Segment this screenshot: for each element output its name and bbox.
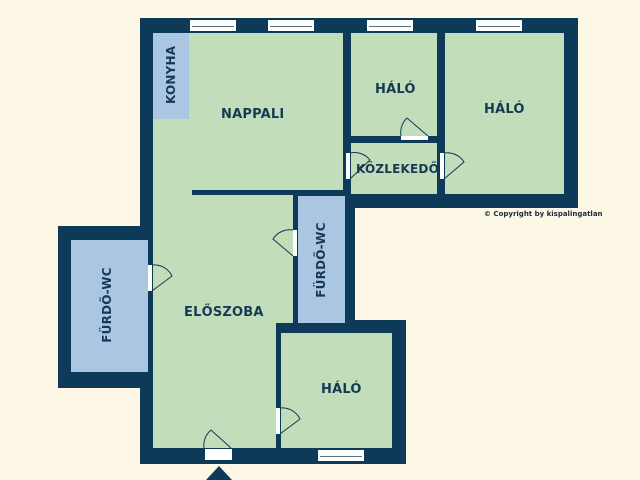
door-entrance[interactable]	[205, 449, 232, 460]
label-halo-large: HÁLÓ	[484, 102, 525, 117]
label-furdo-left: FÜRDŐ-WC	[100, 267, 114, 343]
partition-halo-bottom-top	[276, 323, 406, 333]
door-swing-icon	[349, 152, 371, 180]
room-halo-bottom	[281, 333, 392, 448]
window-halo-large	[476, 20, 522, 31]
window-halo-bottom	[318, 450, 364, 461]
room-nappali-lower	[153, 119, 343, 190]
door-furdo-mid[interactable]	[293, 230, 297, 256]
window-nappali-2	[268, 20, 314, 31]
room-halo-large	[445, 33, 564, 194]
room-kozlekedo	[351, 143, 437, 194]
label-konyha: KONYHA	[164, 45, 178, 104]
door-swing-icon	[279, 407, 301, 435]
door-swing-icon	[272, 229, 294, 257]
label-halo-bottom: HÁLÓ	[321, 382, 362, 397]
door-swing-icon	[443, 152, 465, 180]
copyright-text: © Copyright by kispalingatlan	[484, 210, 603, 218]
room-halo-small	[351, 33, 437, 136]
label-eloszoba: ELŐSZOBA	[184, 305, 264, 320]
door-halo-bottom[interactable]	[276, 408, 280, 434]
label-kozlekedo: KÖZLEKEDŐ	[356, 162, 439, 176]
room-konyha	[153, 33, 189, 119]
partition-nappali	[192, 190, 296, 195]
door-swing-icon	[400, 117, 429, 137]
partition-furdo-mid-left	[293, 196, 298, 324]
door-furdo-left[interactable]	[148, 265, 152, 291]
door-swing-icon	[203, 429, 232, 449]
label-halo-small: HÁLÓ	[375, 82, 416, 97]
partition-halo-bottom-left	[276, 328, 281, 448]
door-swing-icon	[151, 264, 173, 292]
room-eloszoba	[153, 196, 293, 448]
room-furdo-mid	[298, 196, 345, 323]
door-halo-small[interactable]	[401, 136, 428, 140]
entrance-arrow-icon	[206, 466, 232, 480]
door-halo-large[interactable]	[440, 153, 444, 179]
label-furdo-mid: FÜRDŐ-WC	[314, 222, 328, 298]
label-nappali: NAPPALI	[221, 107, 285, 122]
window-halo-small	[367, 20, 413, 31]
door-kozlekedo-left[interactable]	[346, 153, 350, 179]
room-nappali	[189, 33, 343, 119]
window-nappali-1	[190, 20, 236, 31]
room-furdo-left	[71, 240, 148, 372]
